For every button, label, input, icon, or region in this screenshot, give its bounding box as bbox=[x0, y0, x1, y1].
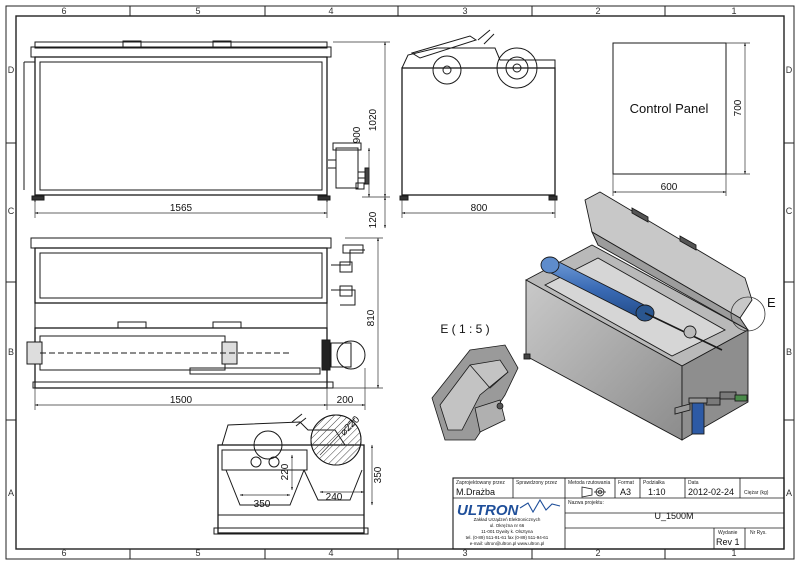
format-label: Format bbox=[618, 480, 634, 486]
revision-label: Wydanie bbox=[718, 530, 738, 536]
scale-value: 1:10 bbox=[648, 487, 666, 497]
project-name-label: Nazwa projektu: bbox=[568, 500, 604, 506]
projection-label: Metoda rzutowania bbox=[568, 480, 610, 486]
zone-row-a: A bbox=[8, 488, 14, 498]
zone-col-1: 1 bbox=[731, 6, 736, 16]
dim-120: 120 bbox=[368, 211, 379, 228]
control-panel-box bbox=[612, 42, 750, 196]
zone-col-5: 5 bbox=[195, 6, 200, 16]
dim-1565: 1565 bbox=[170, 203, 193, 214]
drawing-border bbox=[5, 5, 795, 560]
detail-e-title: E ( 1 : 5 ) bbox=[440, 322, 489, 336]
zone-labels: 6 5 4 3 2 1 6 5 4 3 2 1 D C B A D C B A bbox=[8, 6, 793, 558]
front-view bbox=[23, 40, 370, 202]
zone-col-3: 3 bbox=[462, 6, 467, 16]
zone-row-b-right: B bbox=[786, 347, 792, 357]
company-line-1: Zakład Urządzeń Elektronicznych bbox=[474, 517, 541, 522]
zone-col-4-bottom: 4 bbox=[328, 548, 333, 558]
zone-row-d: D bbox=[8, 65, 15, 75]
company-line-5: e-mail: ultron@ultron.pl www.ultron.pl bbox=[470, 541, 545, 546]
date-label: Data bbox=[688, 480, 699, 486]
zone-row-d-right: D bbox=[786, 65, 793, 75]
zone-col-4: 4 bbox=[328, 6, 333, 16]
project-name-value: U_1500M bbox=[654, 511, 693, 521]
top-view bbox=[26, 237, 366, 389]
front-view-dimensions bbox=[34, 41, 390, 229]
side-view bbox=[399, 29, 558, 201]
zone-col-5-bottom: 5 bbox=[195, 548, 200, 558]
detail-e-view bbox=[431, 344, 519, 441]
zone-row-b: B bbox=[8, 347, 14, 357]
zone-col-2: 2 bbox=[595, 6, 600, 16]
dim-600: 600 bbox=[661, 182, 678, 193]
side-view-dimensions bbox=[401, 200, 556, 218]
top-view-dimensions bbox=[34, 237, 383, 410]
dim-section-350-height: 350 bbox=[373, 466, 384, 483]
section-view bbox=[213, 413, 369, 535]
company-logo: ULTRON bbox=[457, 502, 520, 519]
zone-col-1-bottom: 1 bbox=[731, 548, 736, 558]
dim-800: 800 bbox=[471, 203, 488, 214]
checked-by-label: Sprawdzony przez bbox=[516, 480, 558, 486]
zone-row-c: C bbox=[8, 206, 15, 216]
designed-by-value: M.Drażba bbox=[456, 487, 495, 497]
zone-col-6: 6 bbox=[61, 6, 66, 16]
dim-200: 200 bbox=[337, 395, 354, 406]
zone-row-c-right: C bbox=[786, 206, 793, 216]
dim-240: 240 bbox=[326, 492, 343, 503]
dim-810: 810 bbox=[366, 309, 377, 326]
revision-value: Rev 1 bbox=[716, 537, 740, 547]
company-line-4: tel. (0-89) 511-91-61 fax (0-89) 511-94-… bbox=[466, 535, 549, 540]
detail-e-marker: E bbox=[767, 295, 776, 310]
dim-section-350-width: 350 bbox=[254, 499, 271, 510]
dim-1500: 1500 bbox=[170, 395, 193, 406]
title-block bbox=[452, 477, 785, 550]
zone-col-3-bottom: 3 bbox=[462, 548, 467, 558]
scale-label: Podziałka bbox=[643, 480, 665, 486]
date-value: 2012-02-24 bbox=[688, 487, 734, 497]
designed-by-label: Zaprojektowany przez bbox=[456, 480, 505, 486]
dim-section-220: 220 bbox=[280, 463, 291, 480]
company-line-2: ul. Okrężna nr 66 bbox=[490, 523, 525, 528]
isometric-view bbox=[523, 191, 753, 441]
zone-col-6-bottom: 6 bbox=[61, 548, 66, 558]
dim-900: 900 bbox=[352, 126, 363, 143]
format-value: A3 bbox=[620, 487, 631, 497]
company-line-3: 11-001 Dywity k. Olsztyna bbox=[481, 529, 533, 534]
zone-col-2-bottom: 2 bbox=[595, 548, 600, 558]
dim-1020: 1020 bbox=[368, 108, 379, 131]
sheet-number-label: Nr Rys. bbox=[750, 530, 767, 536]
section-view-dimensions bbox=[239, 417, 374, 506]
zone-row-a-right: A bbox=[786, 488, 792, 498]
logo-wave-icon bbox=[519, 498, 561, 514]
control-panel-label: Control Panel bbox=[630, 101, 709, 116]
weight-label: Ciężar (kg) bbox=[744, 490, 769, 496]
dim-700: 700 bbox=[733, 99, 744, 116]
detail-e-callout bbox=[730, 296, 766, 332]
projection-symbol-icon bbox=[581, 486, 606, 498]
